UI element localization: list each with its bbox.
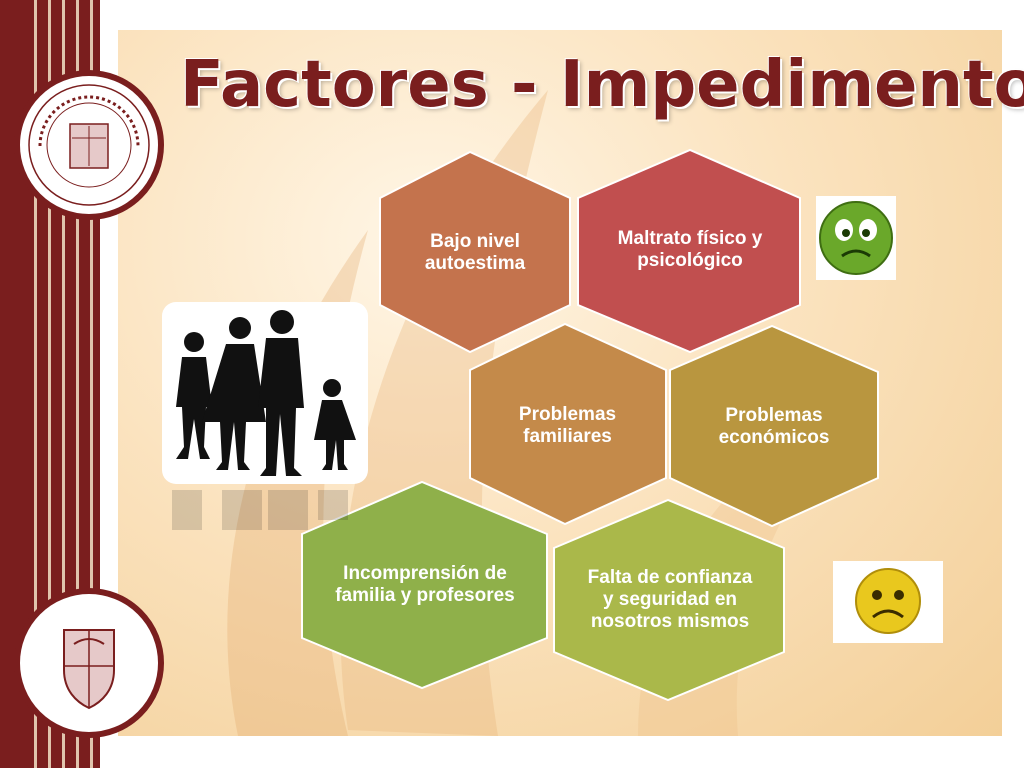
sick-face-image	[816, 196, 896, 280]
hexagon-label-economicos: Problemas económicos	[718, 405, 830, 448]
hexagon-label-maltrato: Maltrato físico y psicológico	[617, 228, 763, 271]
hexagon-familiares	[469, 322, 667, 526]
family-silhouette-icon	[176, 310, 356, 476]
family-silhouette-image	[162, 302, 368, 484]
family-reflection	[172, 490, 348, 530]
hexagon-incomprension	[301, 480, 548, 690]
hexagon-confianza	[553, 498, 785, 702]
seal-emblem-icon	[28, 84, 150, 206]
university-seal-top	[14, 70, 164, 220]
icea-emblem-icon	[63, 629, 115, 710]
hexagon-economicos	[669, 324, 879, 528]
hexagon-label-familiares: Problemas familiares	[518, 403, 617, 447]
institute-seal-bottom	[14, 588, 164, 738]
hexagon-label-autoestima: Bajo nivel autoestima	[424, 230, 526, 274]
slide-title: Factores - Impedimento	[180, 48, 1024, 122]
hexagon-label-incomprension: Incomprensión de familia y profesores	[335, 563, 515, 606]
hexagon-label-confianza: Falta de confianza y seguridad en nosotr…	[587, 567, 753, 632]
hexagon-maltrato	[577, 148, 801, 354]
sick-face-icon	[819, 201, 893, 275]
hexagon-autoestima	[379, 150, 571, 354]
sad-face-image	[833, 561, 943, 643]
sad-face-icon	[855, 568, 921, 634]
